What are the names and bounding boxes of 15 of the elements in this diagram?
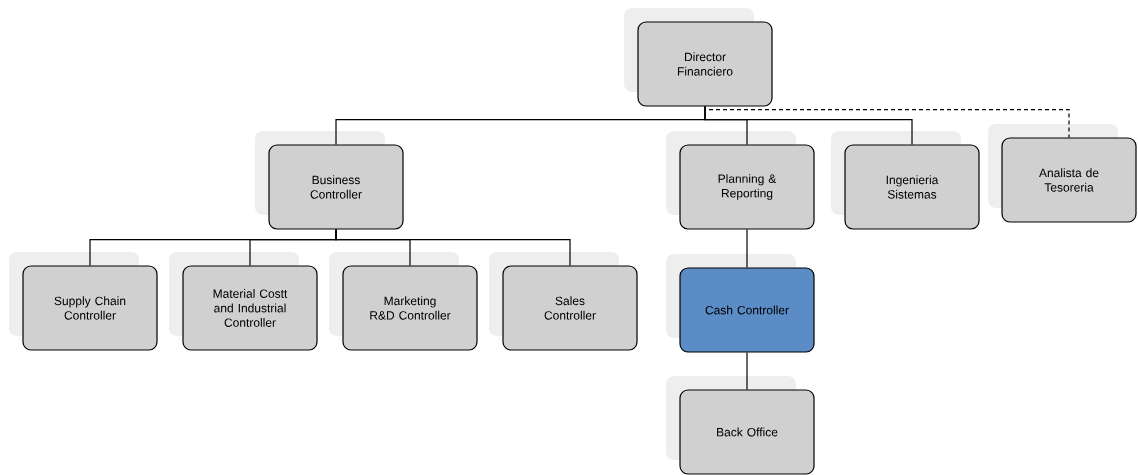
- org-chart-box: Back Office: [666, 376, 815, 475]
- org-chart-box: Analista de Tesoreria: [988, 124, 1137, 223]
- org-chart-box: Ingenieria Sistemas: [831, 131, 980, 230]
- org-chart-box: Cash Controller: [666, 254, 815, 353]
- org-chart-box: Material Costt and Industrial Controller: [169, 252, 318, 351]
- org-chart-box: Director Financiero: [624, 8, 773, 107]
- org-chart-box: Sales Controller: [489, 252, 638, 351]
- org-chart-box: Supply Chain Controller: [9, 252, 158, 351]
- org-chart-box: Marketing R&D Controller: [329, 252, 478, 351]
- org-chart-box: Business Controller: [255, 131, 404, 230]
- org-chart-box: Planning & Reporting: [666, 131, 815, 230]
- connector-line: [746, 352, 748, 390]
- connector-line: [704, 106, 1070, 138]
- connector-line: [746, 229, 748, 268]
- connector-line: [335, 229, 571, 266]
